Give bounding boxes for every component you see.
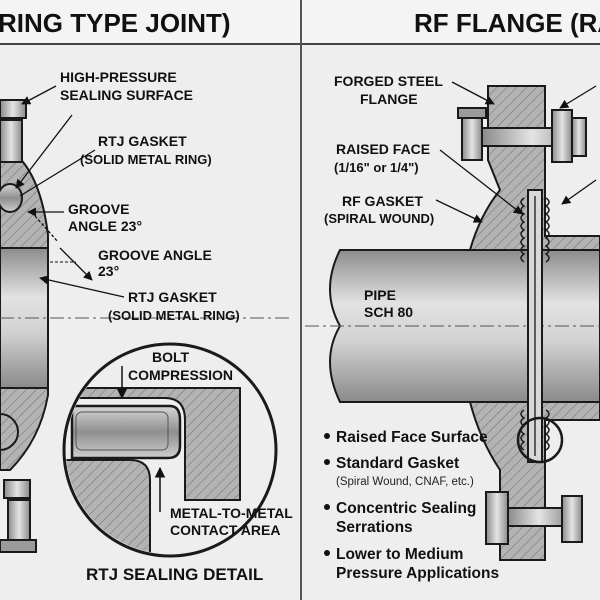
groove-label-1: GROOVE	[68, 201, 129, 217]
rf-bolt-top	[457, 107, 587, 163]
rtj-bolt-bottom	[0, 479, 37, 553]
bullet-dot	[324, 550, 330, 556]
rf-flange-drawing	[305, 85, 600, 561]
raised-face-label-1: RAISED FACE	[336, 141, 430, 157]
feature-serrations-1: Concentric Sealing	[336, 500, 476, 517]
rtj-gasket-label-1: RTJ GASKET	[98, 133, 187, 149]
rtj-flange-drawing	[0, 99, 290, 553]
right-panel-title: RF FLANGE (RA	[414, 8, 600, 38]
feature-standard-gasket: Standard Gasket	[336, 455, 459, 472]
bolt-compression-label-1: BOLT	[152, 349, 190, 365]
rtj-gasket-label-2: RTJ GASKET	[128, 289, 217, 305]
bolt-compression-label-2: COMPRESSION	[128, 367, 233, 383]
groove-angle-label-2: 23°	[98, 263, 119, 279]
hp-label-1: HIGH-PRESSURE	[60, 69, 177, 85]
groove-angle-label-1: GROOVE ANGLE	[98, 247, 212, 263]
bullet-dot	[324, 504, 330, 510]
feature-raised-face: Raised Face Surface	[336, 429, 488, 446]
rf-feature-list: Raised Face Surface Standard Gasket (Spi…	[324, 429, 499, 582]
rtj-gasket-sublabel-2: (SOLID METAL RING)	[108, 308, 240, 323]
rtj-bolt-top	[0, 99, 27, 163]
rf-magnifier-circle	[516, 416, 564, 464]
forged-label-2: FLANGE	[360, 91, 418, 107]
detail-title: RTJ SEALING DETAIL	[86, 565, 263, 584]
rtj-pipe	[0, 247, 49, 389]
m2m-label-2: CONTACT AREA	[170, 522, 280, 538]
forged-label-1: FORGED STEEL	[334, 73, 443, 89]
rf-labels: FORGED STEEL FLANGE RAISED FACE (1/16" o…	[324, 73, 597, 320]
rf-bolt-bottom	[485, 491, 583, 545]
feature-serrations-2: Serrations	[336, 519, 413, 536]
bullet-dot	[324, 459, 330, 465]
feature-pressure-1: Lower to Medium	[336, 546, 463, 563]
rf-gasket-label-1: RF GASKET	[342, 193, 423, 209]
rf-gasket-label-2: (SPIRAL WOUND)	[324, 211, 434, 226]
rtj-gasket-sublabel-1: (SOLID METAL RING)	[80, 152, 212, 167]
rtj-labels: HIGH-PRESSURE SEALING SURFACE RTJ GASKET…	[15, 69, 240, 323]
raised-face-label-2: (1/16" or 1/4")	[334, 160, 419, 175]
feature-standard-gasket-sub: (Spiral Wound, CNAF, etc.)	[336, 476, 474, 488]
rtj-sealing-detail: BOLT COMPRESSION METAL-TO-METAL CONTACT …	[62, 342, 293, 584]
bullet-dot	[324, 433, 330, 439]
left-panel-title: RING TYPE JOINT)	[0, 8, 231, 38]
pipe-label-2: SCH 80	[364, 304, 413, 320]
m2m-label-1: METAL-TO-METAL	[170, 505, 293, 521]
hp-label-2: SEALING SURFACE	[60, 87, 193, 103]
pipe-label-1: PIPE	[364, 287, 396, 303]
groove-label-2: ANGLE 23°	[68, 218, 142, 234]
feature-pressure-2: Pressure Applications	[336, 565, 499, 582]
rtj-ring-top	[0, 183, 23, 213]
rtj-magnifier-circle	[0, 413, 19, 451]
